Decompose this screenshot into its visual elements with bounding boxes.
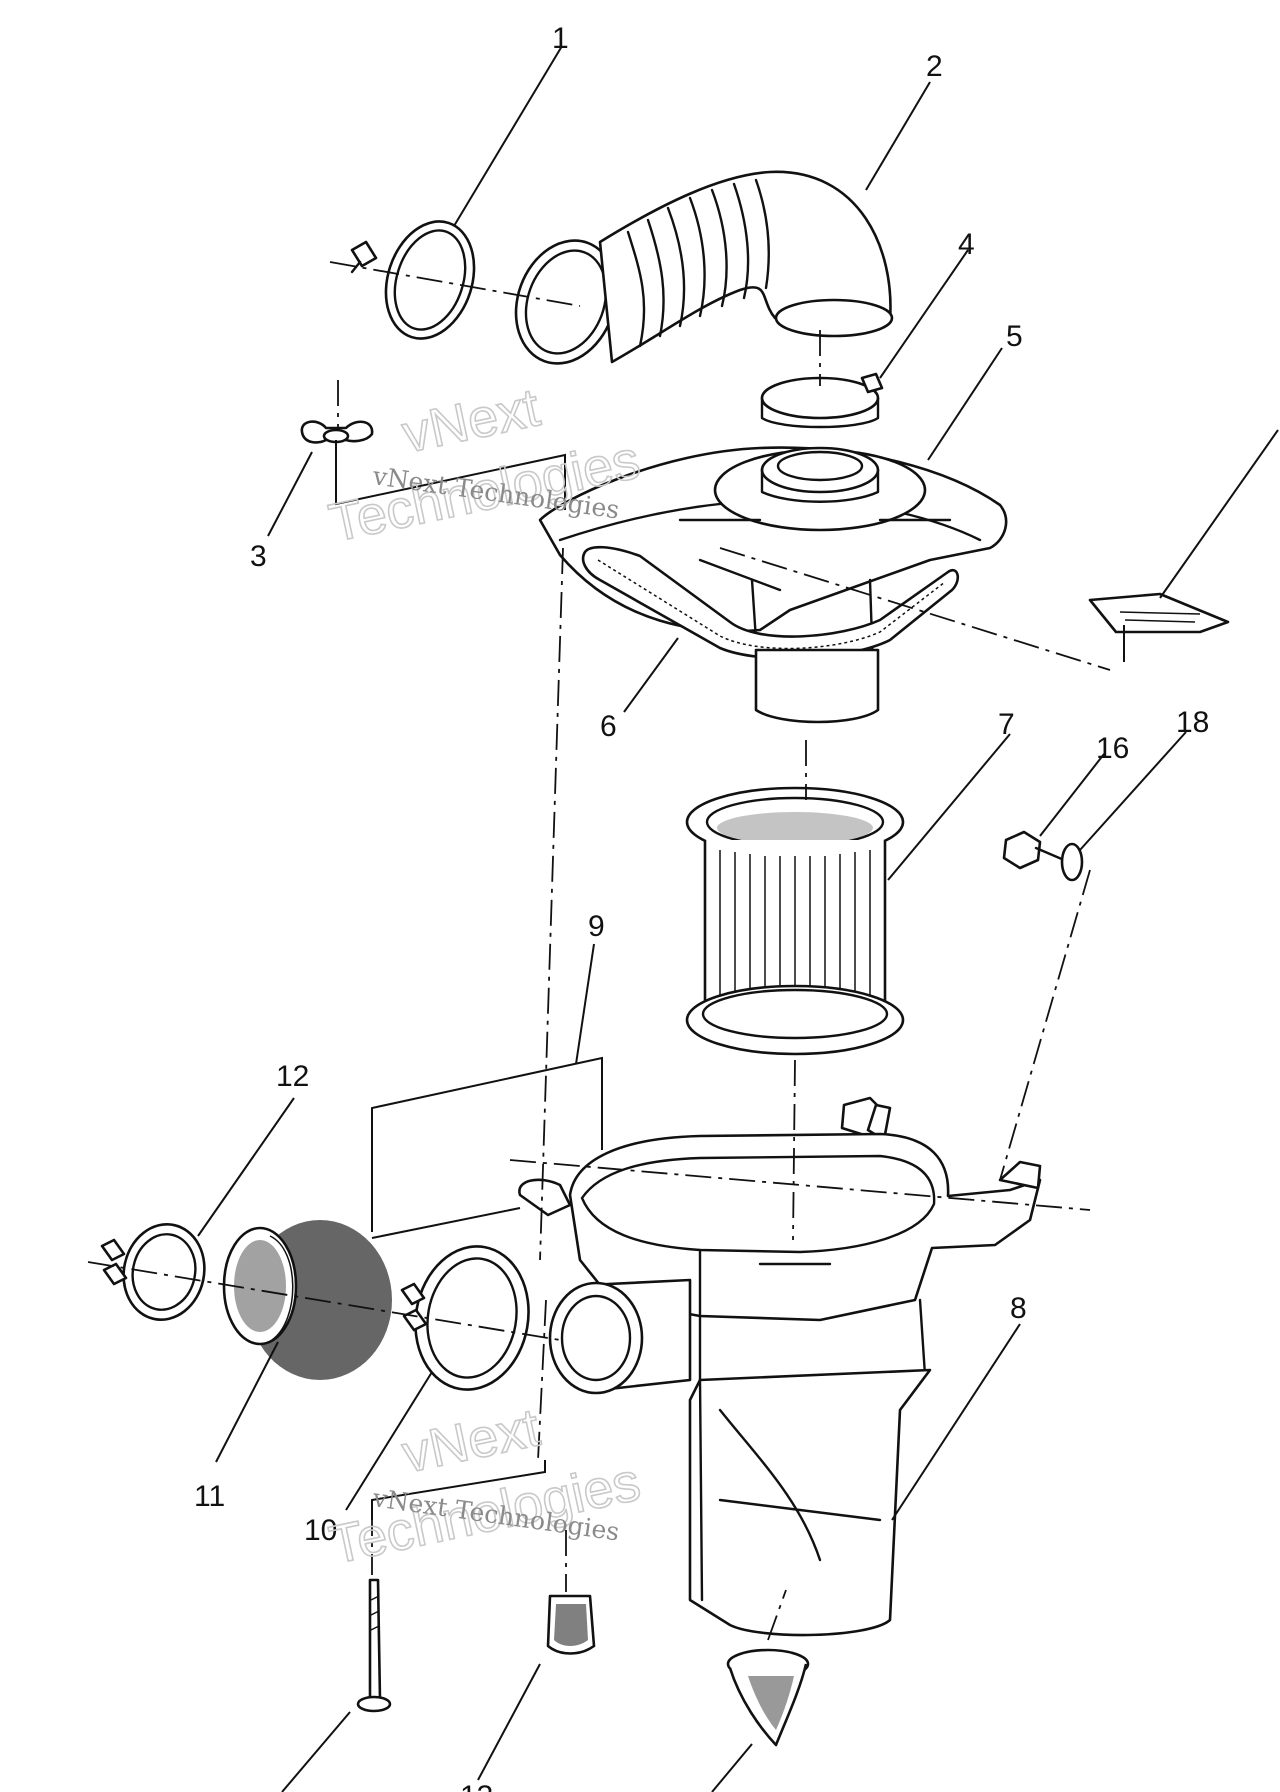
watermark-bottom: vNext Technologies bbox=[324, 1396, 646, 1576]
callout-9: 9 bbox=[588, 910, 605, 943]
callout-labels: 1 2 4 5 3 6 7 16 18 9 12 8 11 10 13 bbox=[194, 22, 1209, 1792]
callout-18: 18 bbox=[1176, 706, 1209, 739]
part-3-wing-nut bbox=[300, 420, 374, 444]
part-13-grommet bbox=[546, 1594, 596, 1655]
callout-3: 3 bbox=[250, 540, 267, 573]
part-18-washer bbox=[1060, 842, 1084, 882]
part-2-elbow-duct bbox=[514, 170, 894, 365]
part-11-intake-boot bbox=[222, 1220, 392, 1380]
part-8-inlet-spigot bbox=[548, 1278, 692, 1395]
callout-12: 12 bbox=[276, 1060, 309, 1093]
part-10-clamp bbox=[400, 1245, 530, 1391]
callout-16: 16 bbox=[1096, 732, 1129, 765]
callout-2: 2 bbox=[926, 50, 943, 83]
callout-1: 1 bbox=[552, 22, 569, 55]
part-bottom-screw bbox=[356, 1578, 392, 1713]
callout-6: 6 bbox=[600, 710, 617, 743]
callout-8: 8 bbox=[1010, 1292, 1027, 1325]
part-5-outlet-tube bbox=[754, 648, 880, 724]
callout-leaders bbox=[197, 45, 1279, 1792]
part-1-clamp bbox=[350, 220, 476, 340]
part-label-plate bbox=[1088, 592, 1230, 634]
part-7-air-filter bbox=[685, 786, 905, 1056]
centre-lines bbox=[87, 261, 1111, 1641]
part-16-bolt bbox=[1002, 830, 1066, 870]
part-8-air-box bbox=[518, 1096, 1042, 1637]
callout-10: 10 bbox=[304, 1514, 337, 1547]
part-6-gasket bbox=[581, 545, 960, 660]
part-12-clamp bbox=[100, 1223, 206, 1321]
part-4-clamp bbox=[760, 372, 884, 429]
callout-5: 5 bbox=[1006, 320, 1023, 353]
callout-7: 7 bbox=[998, 708, 1015, 741]
watermark-top-line1: vNext bbox=[397, 377, 545, 464]
callout-13: 13 bbox=[460, 1780, 493, 1792]
watermark-bottom-line1: vNext bbox=[397, 1397, 545, 1484]
bracket-lines bbox=[335, 440, 1125, 1520]
callout-4: 4 bbox=[958, 228, 975, 261]
part-drain-valve bbox=[726, 1648, 810, 1747]
callout-11: 11 bbox=[194, 1480, 225, 1513]
